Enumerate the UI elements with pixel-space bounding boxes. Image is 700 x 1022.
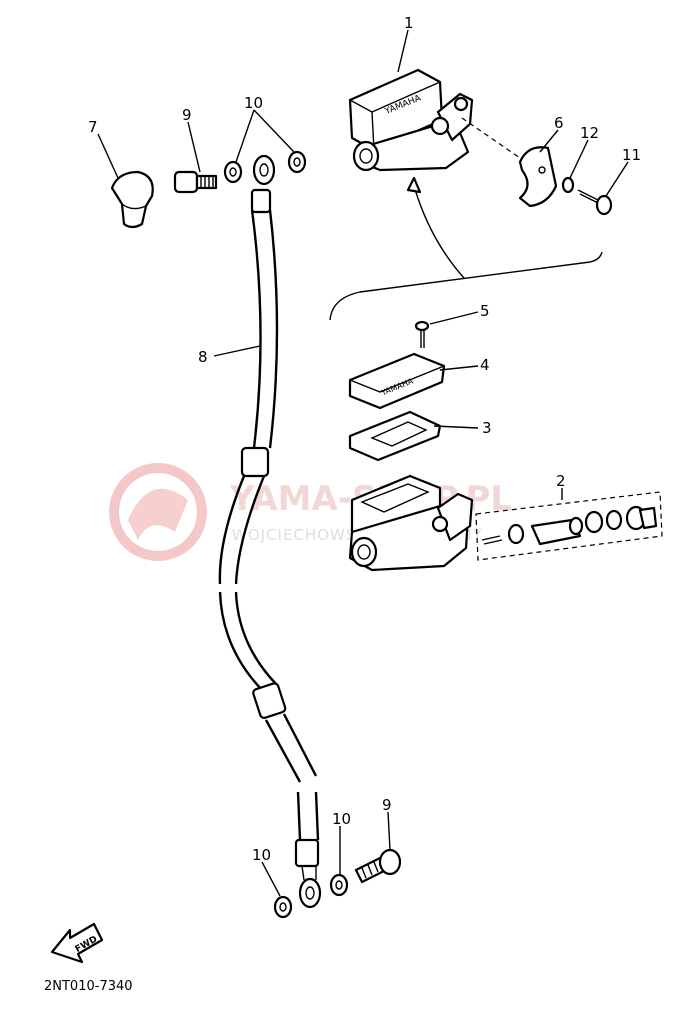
piston-kit-part-2 bbox=[475, 491, 663, 561]
washers-part-10-bottom bbox=[273, 873, 349, 919]
brake-hose-part-8 bbox=[218, 154, 322, 909]
washer-part-12 bbox=[561, 176, 575, 194]
leader-lines bbox=[97, 29, 629, 897]
callout-9-top: 9 bbox=[182, 106, 192, 124]
reservoir-cap-part-4: YAMAHA bbox=[348, 352, 446, 410]
watermark-logo-mark bbox=[128, 488, 188, 540]
callout-2: 2 bbox=[556, 472, 566, 490]
callout-12: 12 bbox=[580, 124, 599, 142]
callout-4: 4 bbox=[480, 356, 490, 374]
master-cylinder-body bbox=[348, 474, 474, 572]
callout-6: 6 bbox=[554, 114, 564, 132]
bolt-part-11 bbox=[577, 189, 613, 216]
watermark-logo bbox=[109, 463, 207, 561]
diaphragm-part-3 bbox=[348, 410, 442, 462]
boot-part-7 bbox=[110, 170, 154, 229]
clamp-part-6 bbox=[518, 146, 558, 208]
callout-10-lower-left: 10 bbox=[252, 846, 271, 864]
washers-part-10-top bbox=[223, 150, 307, 184]
diagram-code: 2NT010-7340 bbox=[44, 979, 133, 994]
callout-3: 3 bbox=[482, 419, 492, 437]
callout-1: 1 bbox=[404, 14, 414, 32]
callout-9-lower: 9 bbox=[382, 796, 392, 814]
callout-7: 7 bbox=[88, 118, 98, 136]
callouts: 1 6 12 11 7 9 10 8 5 4 3 2 10 10 9 bbox=[88, 14, 641, 864]
union-bolt-part-9-top bbox=[173, 170, 218, 194]
callout-10-top: 10 bbox=[244, 94, 263, 112]
callout-8: 8 bbox=[198, 348, 208, 366]
union-bolt-part-9-bottom bbox=[354, 848, 402, 884]
forward-arrow-icon: FWD bbox=[50, 922, 104, 964]
exploded-group-bracket bbox=[329, 176, 603, 321]
callout-10-lower-mid: 10 bbox=[332, 810, 351, 828]
screw-part-5 bbox=[414, 320, 430, 348]
master-cylinder-assembly: YAMAHA bbox=[348, 68, 521, 172]
callout-11: 11 bbox=[622, 146, 641, 164]
callout-5: 5 bbox=[480, 302, 490, 320]
